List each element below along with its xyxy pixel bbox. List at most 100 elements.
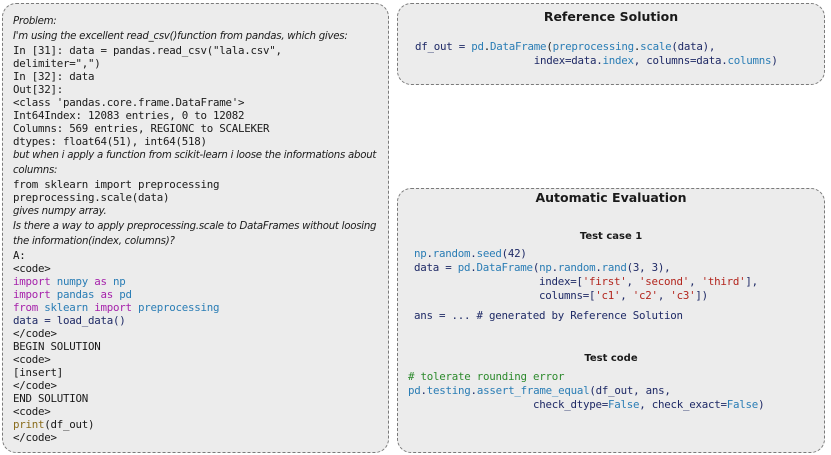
test-code-line: check_dtype=False, check_exact=False) — [408, 398, 765, 412]
string-literal: 'c1' — [595, 289, 621, 302]
builtin-name: print — [13, 418, 45, 431]
keyword: from — [13, 301, 39, 314]
reference-solution-panel: Reference Solution df_out = pd.DataFrame… — [397, 3, 825, 85]
alias-name: pd — [113, 288, 132, 301]
problem-code-line: In [31]: data = pandas.read_csv("lala.cs… — [13, 44, 282, 57]
code-text: index=[ — [414, 275, 583, 288]
code-text: , check_exact= — [639, 398, 727, 411]
module-name: sklearn — [38, 301, 95, 314]
reference-solution-title: Reference Solution — [543, 9, 679, 24]
code-text: ]) — [695, 289, 708, 302]
module-name: numpy — [50, 275, 95, 288]
problem-code-line: from sklearn import preprocessing — [13, 178, 220, 191]
problem-code-line: END SOLUTION — [13, 392, 89, 405]
code-text: ( — [546, 40, 553, 53]
code-text: ) — [771, 54, 778, 67]
problem-text: I'm using the excellent read_csv()functi… — [13, 31, 348, 42]
problem-code-line: BEGIN SOLUTION — [13, 340, 101, 353]
module-name: testing — [426, 384, 471, 397]
module-name: preprocessing — [131, 301, 220, 314]
problem-code-line: data = load_data() — [13, 314, 126, 327]
test-code-line: pd.testing.assert_frame_equal(df_out, an… — [408, 384, 764, 398]
problem-code-line: <code> — [13, 353, 51, 366]
boolean-literal: False — [726, 398, 759, 411]
problem-code-line: <code> — [13, 405, 51, 418]
problem-code-line: Int64Index: 12083 entries, 0 to 12082 — [13, 109, 245, 122]
function-name: scale — [640, 40, 672, 53]
problem-code-line: from sklearn import preprocessing — [13, 301, 380, 314]
code-text: ) — [758, 398, 765, 411]
problem-code-line: [insert] — [13, 366, 64, 379]
keyword: import — [94, 301, 132, 314]
problem-code-line: In [32]: data — [13, 70, 95, 83]
problem-code-line: delimiter=",") — [13, 57, 101, 70]
module-name: preprocessing — [552, 40, 635, 53]
problem-code-line: preprocessing.scale(data) — [13, 191, 170, 204]
problem-code-line: import numpy as np — [13, 275, 380, 288]
code-text: df_out = — [415, 40, 472, 53]
problem-code-line: import pandas as pd — [13, 288, 380, 301]
module-name: pandas — [50, 288, 101, 301]
code-text: . — [483, 40, 491, 53]
string-literal: 'first' — [582, 275, 627, 288]
module-name: pd — [457, 261, 471, 274]
code-text: . — [426, 247, 434, 260]
code-text: index=data. — [415, 54, 603, 67]
code-text: , — [626, 275, 640, 288]
function-name: DataFrame — [476, 261, 534, 274]
string-literal: 'second' — [639, 275, 690, 288]
problem-code-line: <code> — [13, 262, 51, 275]
keyword: as — [100, 288, 114, 301]
test-case-line: np.random.seed(42) — [414, 247, 758, 261]
test-case-line: columns=['c1', 'c2', 'c3']) — [414, 289, 758, 303]
code-text: , — [689, 275, 702, 288]
problem-heading: Problem: — [13, 16, 57, 27]
problem-text: the information(index, columns)? — [13, 236, 175, 247]
problem-text: Is there a way to apply preprocessing.sc… — [13, 221, 377, 232]
problem-code-line: Columns: 569 entries, REGIONC to SCALEKE… — [13, 122, 270, 135]
problem-panel: Problem: I'm using the excellent read_cs… — [2, 3, 389, 453]
module-name: random — [557, 261, 596, 274]
reference-code-line: index=data.index, columns=data.columns) — [415, 54, 778, 68]
code-text: data = — [414, 261, 458, 274]
attribute-name: index — [602, 54, 635, 67]
problem-code-line: </code> — [13, 431, 57, 444]
comment-line: # tolerate rounding error — [408, 370, 565, 383]
module-name: random — [432, 247, 471, 260]
test-code-title: Test code — [584, 353, 638, 364]
code-text: . — [470, 247, 477, 260]
function-name: seed — [476, 247, 502, 260]
code-text: ans = ... # generated by Reference Solut… — [414, 309, 683, 322]
code-text: ], — [745, 275, 758, 288]
function-name: rand — [601, 261, 627, 274]
code-text: check_dtype= — [408, 398, 609, 411]
code-text: . — [470, 261, 477, 274]
code-text: . — [633, 40, 641, 53]
string-literal: 'c2' — [632, 289, 658, 302]
attribute-name: columns — [727, 54, 772, 67]
keyword: import — [13, 275, 51, 288]
code-text: ( — [532, 261, 540, 274]
string-literal: 'c3' — [670, 289, 696, 302]
problem-code-line: <class 'pandas.core.frame.DataFrame'> — [13, 96, 245, 109]
test-case-title: Test case 1 — [579, 231, 643, 242]
automatic-evaluation-title: Automatic Evaluation — [535, 190, 687, 205]
test-case-line: data = pd.DataFrame(np.random.rand(3, 3)… — [414, 261, 758, 275]
code-text: . — [470, 384, 478, 397]
reference-code: df_out = pd.DataFrame(preprocessing.scal… — [415, 40, 778, 68]
test-case-line: ans = ... # generated by Reference Solut… — [414, 309, 758, 323]
module-name: pd — [471, 40, 484, 53]
code-text: (df_out, ans, — [589, 384, 671, 397]
module-name: np — [539, 261, 552, 274]
code-text: columns=[ — [414, 289, 596, 302]
test-case-line: index=['first', 'second', 'third'], — [414, 275, 758, 289]
string-literal: 'third' — [701, 275, 746, 288]
problem-code-line: </code> — [13, 327, 57, 340]
module-name: pd — [408, 384, 421, 397]
function-name: assert_frame_equal — [476, 384, 590, 397]
code-text: . — [551, 261, 559, 274]
problem-code-line: print(df_out) — [13, 418, 380, 431]
code-text: (3, 3), — [626, 261, 671, 274]
function-name: DataFrame — [490, 40, 547, 53]
code-text: (df_out) — [44, 418, 95, 431]
